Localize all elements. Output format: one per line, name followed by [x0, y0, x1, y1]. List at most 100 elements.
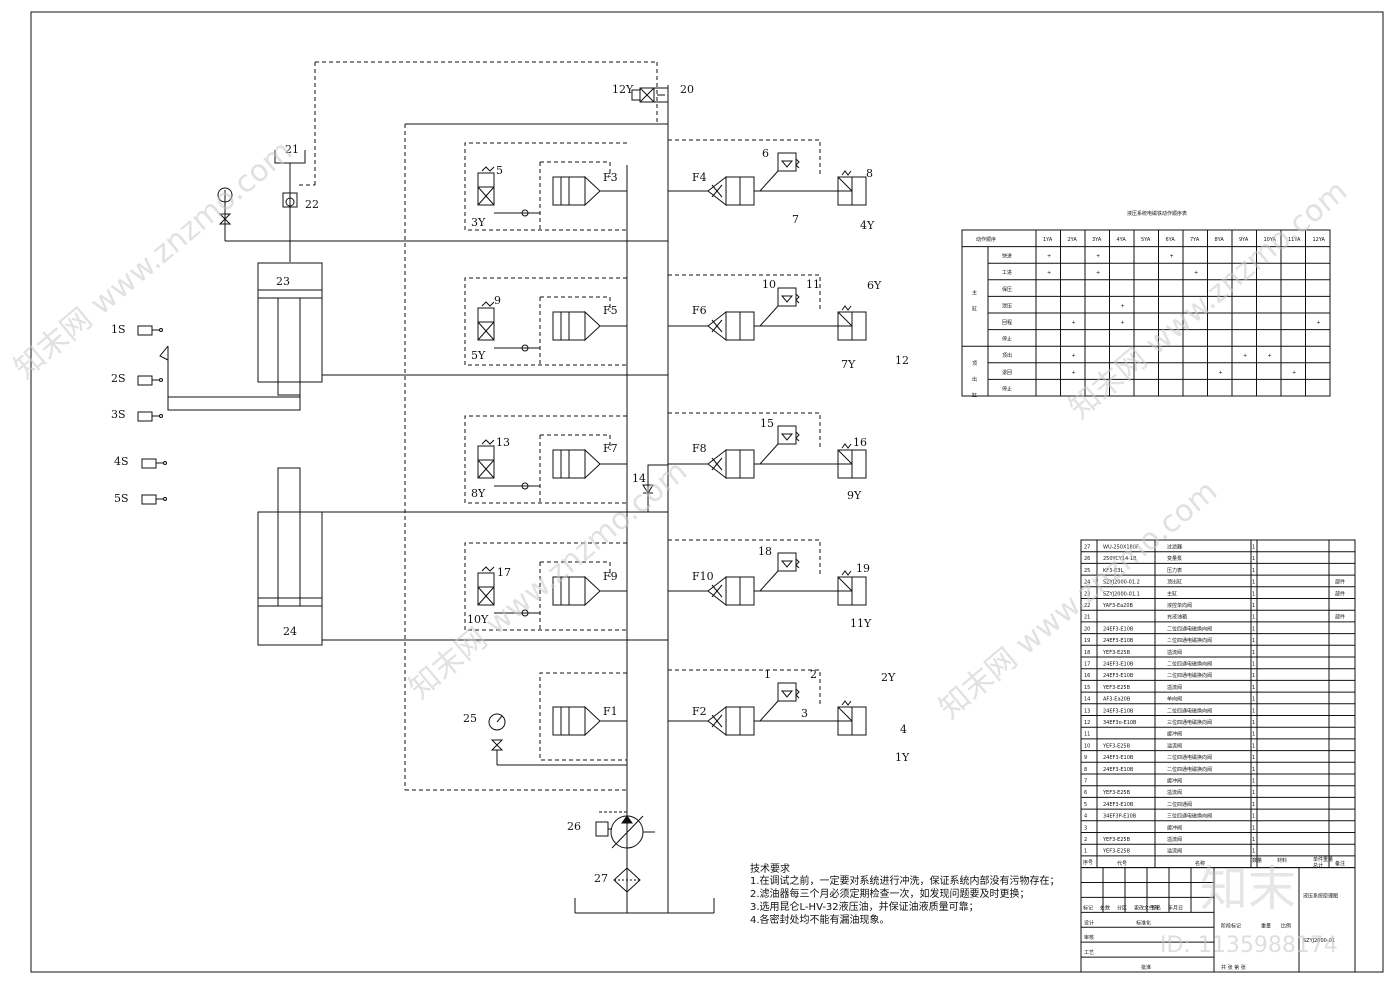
- part-code: 24EF3-E10B: [1103, 802, 1134, 808]
- table-group-label: 出: [972, 376, 977, 383]
- table-header-2YA: 2YA: [1068, 237, 1078, 243]
- check-valve-14: [642, 464, 668, 512]
- requirement-2: 2.滤油器每三个月必须定期检查一次，如发现问题要及时更换；: [750, 887, 1030, 900]
- table-cell: +: [1292, 370, 1296, 376]
- part-name: 溢流阀: [1167, 649, 1182, 656]
- table-cell: +: [1096, 270, 1100, 276]
- label-14: 14: [632, 472, 646, 485]
- cylinder-24: [257, 467, 323, 646]
- part-code: 250YCY14-1B: [1103, 556, 1137, 562]
- part-name: 二位四通电磁换向阀: [1167, 661, 1212, 668]
- part-no: 20: [1084, 626, 1090, 632]
- part-name: 二位四通阀: [1167, 801, 1192, 808]
- part-code: SZYJ2000-01.2: [1103, 580, 1140, 586]
- cylinder-23: [159, 262, 323, 411]
- part-note: 部件: [1335, 579, 1345, 586]
- label-24: 24: [283, 625, 297, 638]
- part-no: 12: [1084, 720, 1090, 726]
- part-qty: 1: [1252, 615, 1255, 621]
- part-no: 13: [1084, 708, 1090, 714]
- part-code: YEF3-E25B: [1102, 790, 1131, 796]
- table-action: 泄压: [1002, 302, 1012, 309]
- limit-switches: [137, 325, 167, 505]
- label-4S: 4S: [114, 455, 129, 468]
- part-qty: 1: [1252, 837, 1255, 843]
- requirement-1: 1.在调试之前，一定要对系统进行冲洗，保证系统内部没有污物存在；: [750, 874, 1060, 887]
- table-cell: +: [1047, 270, 1051, 276]
- label-12: 12: [895, 354, 909, 367]
- label-26: 26: [567, 820, 581, 833]
- parts-header-name: 名称: [1195, 860, 1205, 867]
- label-F9: F9: [603, 570, 618, 583]
- label-4: 4: [900, 723, 907, 736]
- table-cell: +: [1121, 320, 1125, 326]
- part-qty: 1: [1252, 743, 1255, 749]
- part-qty: 1: [1252, 825, 1255, 831]
- table-action: 快进: [1002, 253, 1012, 260]
- part-no: 9: [1084, 755, 1087, 761]
- gauge-left: [217, 187, 233, 225]
- title-block-rev: 标记: [1083, 904, 1093, 911]
- part-code: WU-250X180F: [1103, 545, 1139, 551]
- table-cell: +: [1096, 254, 1100, 260]
- gauge-25: [488, 713, 506, 751]
- part-name: 缓冲阀: [1167, 731, 1182, 738]
- label-12Y: 12Y: [612, 83, 634, 96]
- table-header-10YA: 10YA: [1264, 237, 1277, 243]
- table-header-8YA: 8YA: [1215, 237, 1225, 243]
- part-no: 5: [1084, 802, 1087, 808]
- table-cell: +: [1072, 320, 1076, 326]
- part-no: 24: [1084, 580, 1090, 586]
- part-name: 二位四通电磁换向阀: [1167, 766, 1212, 773]
- title-block-rev: 分区: [1117, 904, 1127, 911]
- label-2Y: 2Y: [881, 671, 896, 684]
- table-action: 停止: [1002, 336, 1012, 343]
- label-F4: F4: [692, 171, 707, 184]
- table-title: 液压系统电磁铁动作顺序表: [1127, 210, 1187, 217]
- label-6: 6: [762, 147, 769, 160]
- part-name: 液控单向阀: [1167, 602, 1192, 609]
- part-no: 26: [1084, 556, 1090, 562]
- part-qty: 1: [1252, 849, 1255, 855]
- parts-header-note: 备注: [1335, 860, 1345, 867]
- label-5: 5: [496, 164, 503, 177]
- part-name: 主缸: [1167, 590, 1177, 597]
- label-F6: F6: [692, 304, 707, 317]
- tank-21: [274, 150, 306, 208]
- part-qty: 1: [1252, 802, 1255, 808]
- drawing-border: [30, 11, 1384, 973]
- label-3: 3: [801, 707, 808, 720]
- watermark-text: 知末网 www.znzmo.com: [8, 134, 299, 386]
- label-27: 27: [594, 872, 608, 885]
- parts-header-weight: 单件重量: [1313, 856, 1333, 863]
- label-F5: F5: [603, 304, 618, 317]
- part-code: 24EF3-E10B: [1103, 767, 1134, 773]
- watermark-logo: 知末: [1200, 861, 1296, 917]
- part-code: 24EF3-E10B: [1103, 755, 1134, 761]
- part-name: 二位四通电磁换向阀: [1167, 672, 1212, 679]
- label-8: 8: [866, 167, 873, 180]
- label-7: 7: [792, 213, 799, 226]
- label-F2: F2: [692, 705, 707, 718]
- parts-header-no: 序号: [1083, 859, 1093, 866]
- part-code: 34EF3P-E10B: [1103, 814, 1137, 820]
- part-code: YEF3-E25B: [1102, 650, 1131, 656]
- table-group-label: 主: [972, 289, 977, 296]
- label-F8: F8: [692, 442, 707, 455]
- part-code: 24EF3-E10B: [1103, 638, 1134, 644]
- title-block-approve: 批准: [1141, 964, 1151, 971]
- title-block-review: 审核: [1084, 934, 1094, 941]
- part-qty: 1: [1252, 638, 1255, 644]
- part-code: YEF3-E25B: [1102, 849, 1131, 855]
- label-4Y: 4Y: [860, 219, 875, 232]
- branch-1: [464, 139, 867, 231]
- label-5S: 5S: [114, 492, 129, 505]
- part-code: 24EF3-E10B: [1103, 673, 1134, 679]
- part-name: 二位四通电磁换向阀: [1167, 707, 1212, 714]
- table-cell: +: [1121, 303, 1125, 309]
- label-17: 17: [497, 566, 511, 579]
- label-9Y: 9Y: [847, 489, 862, 502]
- part-qty: 1: [1252, 697, 1255, 703]
